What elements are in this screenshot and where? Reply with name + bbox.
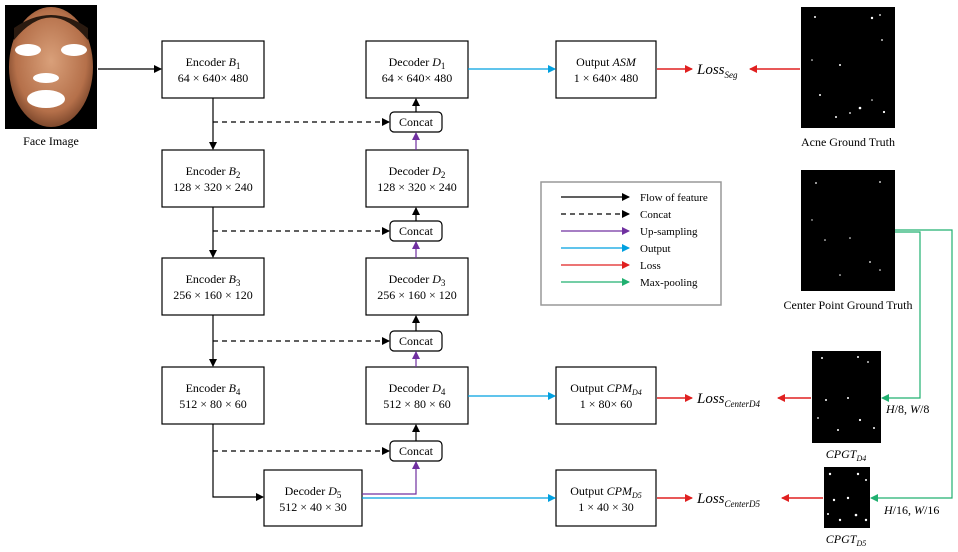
decoder-d2-dims: 128 × 320 × 240	[377, 180, 457, 194]
output-cpm-d5: Output CPMD5 1 × 40 × 30	[555, 469, 657, 527]
maxpool-arrows	[870, 229, 953, 502]
concat-4: Concat	[389, 440, 443, 462]
decoder-d2-title: Decoder D2	[389, 164, 446, 180]
decoder-d3: Decoder D3 256 × 160 × 120	[365, 257, 469, 316]
decoder-d5-dims: 512 × 40 × 30	[279, 500, 347, 514]
decoder-d1: Decoder D1 64 × 640× 480	[365, 40, 469, 99]
decoder-d2: Decoder D2 128 × 320 × 240	[365, 149, 469, 208]
legend-label-concat: Concat	[640, 209, 671, 221]
encoder-b1-dims: 64 × 640× 480	[178, 71, 249, 85]
decoder-d3-title: Decoder D3	[389, 272, 446, 288]
encoder-b4-title: Encoder B4	[186, 381, 241, 397]
decoder-d1-title: Decoder D1	[389, 55, 446, 71]
encoder-b3-dims: 256 × 160 × 120	[173, 288, 253, 302]
concat-1: Concat	[389, 111, 443, 133]
output-arrows	[362, 65, 556, 502]
encoder-b3: Encoder B3 256 × 160 × 120	[161, 257, 265, 316]
output-cpm-d5-title: Output CPMD5	[570, 484, 641, 500]
center-point-ground-truth-image	[801, 170, 895, 291]
decoder-d1-dims: 64 × 640× 480	[382, 71, 453, 85]
encoder-b4-dims: 512 × 80 × 60	[179, 397, 247, 411]
acne-ground-truth-label: Acne Ground Truth	[801, 135, 895, 149]
encoder-b3-title: Encoder B3	[186, 272, 241, 288]
cpgt-d4-image	[812, 351, 881, 443]
svg-text:Concat: Concat	[399, 444, 434, 458]
upsampling-arrows	[362, 132, 420, 495]
encoder-b4: Encoder B4 512 × 80 × 60	[161, 366, 265, 425]
loss-center-d4: LossCenterD4	[696, 391, 761, 409]
pool-label-d4: H/8, W/8	[885, 402, 929, 416]
concat-2: Concat	[389, 220, 443, 242]
output-asm-title: Output ASM	[576, 55, 637, 69]
encoder-b2: Encoder B2 128 × 320 × 240	[161, 149, 265, 208]
legend-label-upsampling: Up-sampling	[640, 226, 698, 238]
svg-text:Concat: Concat	[399, 115, 434, 129]
decoder-d4-dims: 512 × 80 × 60	[383, 397, 451, 411]
up-d5-concat4	[362, 461, 420, 495]
face-image	[5, 5, 97, 129]
decoder-d3-dims: 256 × 160 × 120	[377, 288, 457, 302]
encoder-b1: Encoder B1 64 × 640× 480	[161, 40, 265, 99]
arrow-b4-to-d5	[212, 424, 264, 501]
encoder-b2-title: Encoder B2	[186, 164, 241, 180]
legend: Flow of feature Concat Up-sampling Outpu…	[540, 181, 722, 306]
decoder-d5-title: Decoder D5	[285, 484, 342, 500]
encoder-b1-title: Encoder B1	[186, 55, 241, 71]
center-point-ground-truth-label: Center Point Ground Truth	[783, 298, 912, 312]
decoder-d4-title: Decoder D4	[389, 381, 446, 397]
output-cpm-d4-dims: 1 × 80× 60	[580, 397, 633, 411]
loss-center-d5: LossCenterD5	[696, 491, 761, 509]
loss-seg: LossSeg	[696, 62, 738, 80]
cpgt-d4-label: CPGTD4	[826, 447, 866, 463]
output-cpm-d4: Output CPMD4 1 × 80× 60	[555, 366, 657, 425]
encoder-b2-dims: 128 × 320 × 240	[173, 180, 253, 194]
legend-label-maxpool: Max-pooling	[640, 277, 698, 289]
acne-ground-truth-image	[801, 7, 895, 128]
pool-to-cpgt-d5	[870, 229, 953, 502]
legend-label-loss: Loss	[640, 260, 661, 272]
decoder-d4: Decoder D4 512 × 80 × 60	[365, 366, 469, 425]
output-cpm-d5-dims: 1 × 40 × 30	[578, 500, 634, 514]
legend-label-output: Output	[640, 243, 671, 255]
output-asm: Output ASM 1 × 640× 480	[555, 40, 657, 99]
svg-text:Concat: Concat	[399, 334, 434, 348]
svg-text:Concat: Concat	[399, 224, 434, 238]
pool-label-d5: H/16, W/16	[883, 503, 939, 517]
concat-arrows	[213, 118, 390, 455]
cpgt-d5-label: CPGTD5	[826, 532, 866, 548]
flow-arrows	[98, 65, 420, 501]
face-image-label: Face Image	[23, 134, 79, 148]
cpgt-d5-image	[824, 467, 870, 528]
concat-3: Concat	[389, 330, 443, 352]
loss-arrows	[657, 65, 823, 502]
output-asm-dims: 1 × 640× 480	[574, 71, 639, 85]
legend-label-flow: Flow of feature	[640, 192, 708, 204]
output-cpm-d4-title: Output CPMD4	[570, 381, 641, 397]
decoder-d5: Decoder D5 512 × 40 × 30	[263, 469, 363, 527]
pool-to-cpgt-d4	[881, 231, 921, 402]
